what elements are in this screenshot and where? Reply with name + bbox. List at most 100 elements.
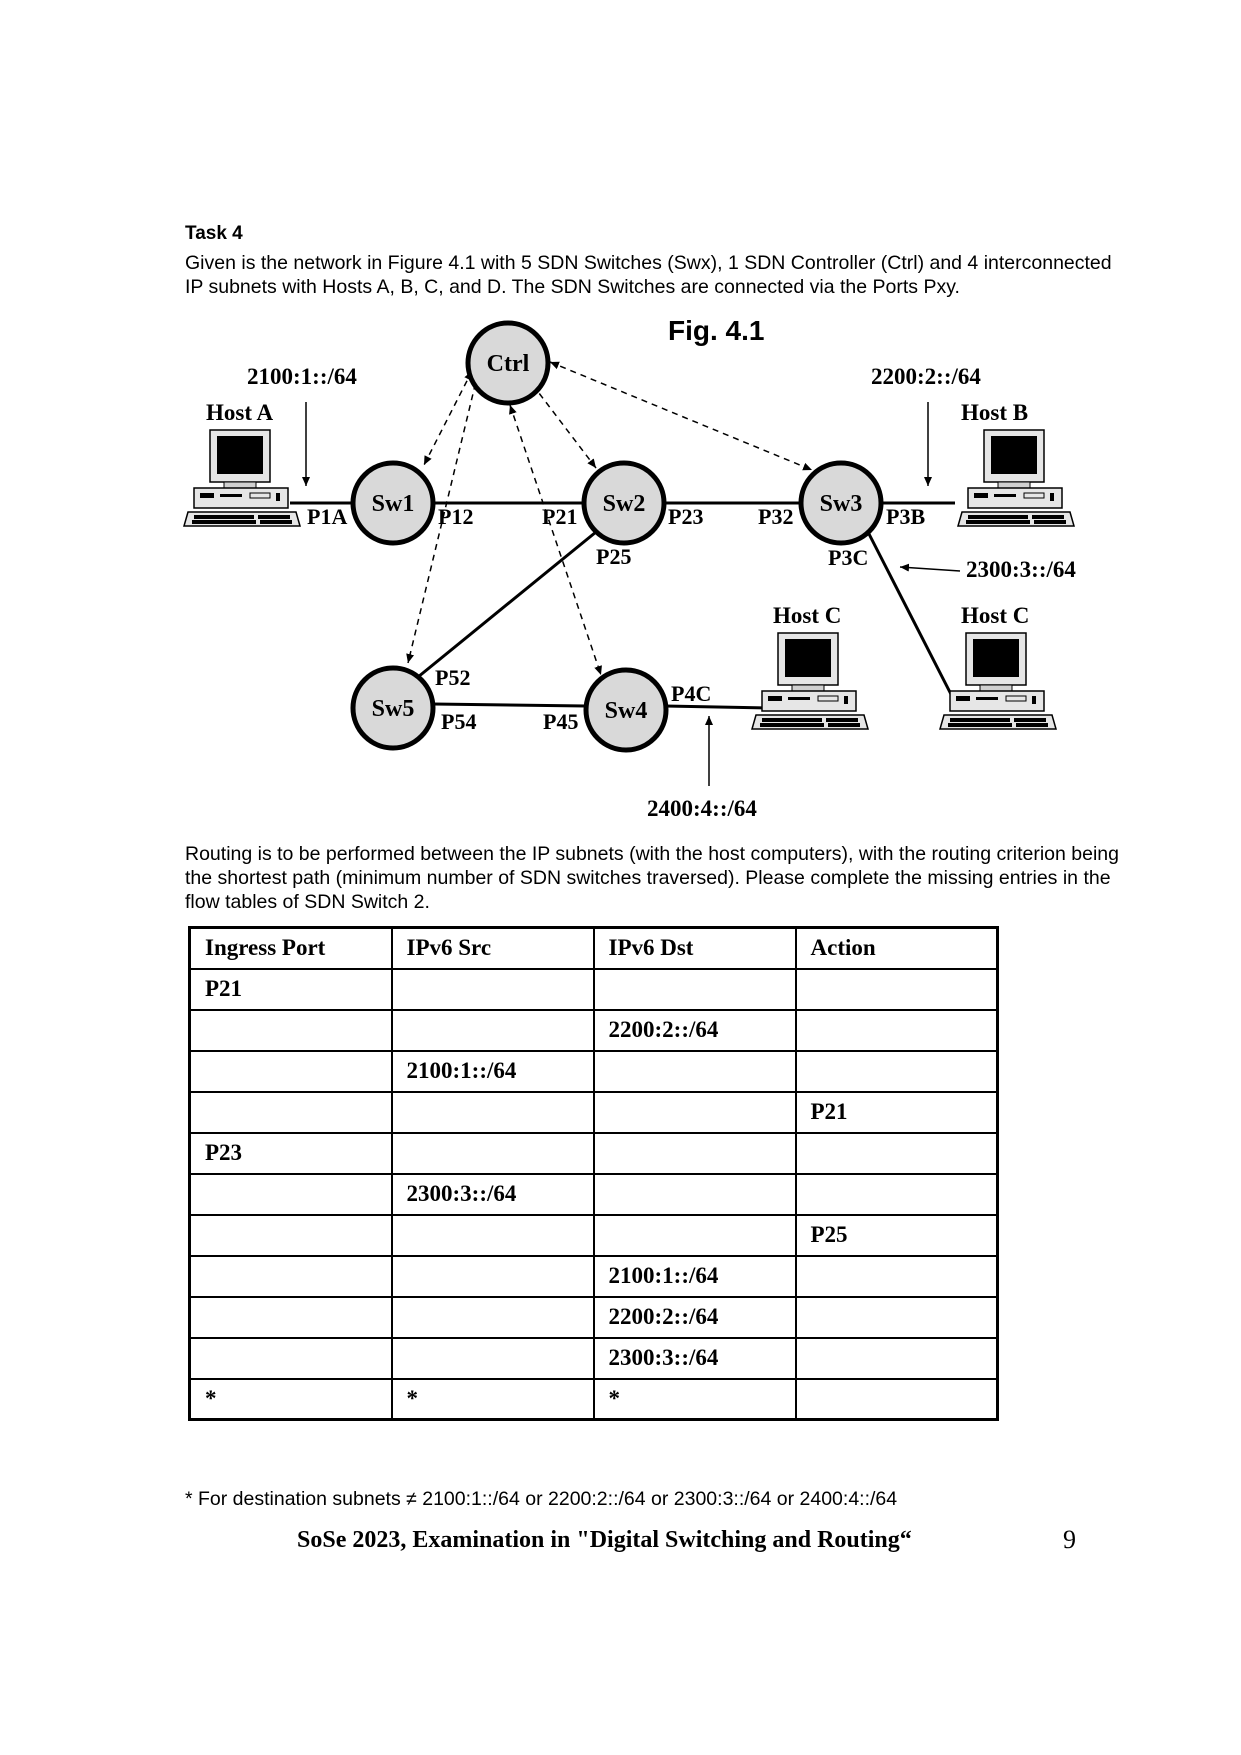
- table-cell[interactable]: [794, 967, 999, 1011]
- table-row: 2200:2::/64: [188, 1008, 999, 1052]
- table-cell[interactable]: [188, 1049, 393, 1093]
- table-cell[interactable]: P21: [188, 967, 393, 1011]
- table-cell[interactable]: 2200:2::/64: [592, 1295, 797, 1339]
- table-cell[interactable]: *: [390, 1377, 595, 1421]
- port-p25: P25: [596, 544, 631, 569]
- table-cell[interactable]: [188, 1213, 393, 1257]
- table-row: P25: [188, 1213, 999, 1257]
- port-p52: P52: [435, 665, 470, 690]
- table-cell[interactable]: [794, 1336, 999, 1380]
- table-cell[interactable]: 2300:3::/64: [592, 1336, 797, 1380]
- table-row: P21: [188, 967, 999, 1011]
- table-row: 2300:3::/64: [188, 1336, 999, 1380]
- ctrl-sw1-link: [423, 370, 473, 466]
- table-cell[interactable]: [390, 1213, 595, 1257]
- sw3-label: Sw3: [820, 491, 863, 517]
- header-ipv6-src: IPv6 Src: [390, 926, 595, 970]
- port-p3b: P3B: [886, 504, 925, 529]
- link-sw3-hostc2: [866, 531, 959, 707]
- table-cell[interactable]: [592, 967, 797, 1011]
- table-cell[interactable]: [794, 1131, 999, 1175]
- link-sw5-sw4: [432, 702, 587, 708]
- ctrl-label: Ctrl: [487, 351, 530, 377]
- table-cell[interactable]: [188, 1172, 393, 1216]
- routing-instructions: Routing is to be performed between the I…: [185, 843, 1119, 913]
- table-row: 2300:3::/64: [188, 1172, 999, 1216]
- port-p12: P12: [438, 504, 473, 529]
- host-c-computer-icon: [751, 632, 869, 730]
- table-cell[interactable]: [390, 1008, 595, 1052]
- table-cell[interactable]: [794, 1295, 999, 1339]
- sw5-label: Sw5: [372, 696, 415, 722]
- table-cell[interactable]: [188, 1008, 393, 1052]
- port-p45: P45: [543, 709, 578, 734]
- ctrl-sw5-link: [406, 372, 480, 664]
- port-p23: P23: [668, 504, 703, 529]
- host-a-label: Host A: [206, 400, 273, 425]
- table-cell[interactable]: [592, 1131, 797, 1175]
- table-cell[interactable]: [390, 1254, 595, 1298]
- link-sw2-sw5: [417, 530, 597, 679]
- port-p3c: P3C: [828, 545, 868, 570]
- sw1-label: Sw1: [372, 491, 415, 517]
- table-cell[interactable]: 2300:3::/64: [390, 1172, 595, 1216]
- ctrl-node: [465, 320, 551, 406]
- table-row: 2200:2::/64: [188, 1295, 999, 1339]
- sw2-node: [581, 460, 667, 546]
- table-cell[interactable]: [390, 967, 595, 1011]
- table-cell[interactable]: [592, 1172, 797, 1216]
- table-cell[interactable]: *: [592, 1377, 797, 1421]
- nodes: [350, 320, 884, 753]
- ctrl-sw3-link: [549, 361, 813, 471]
- sw1-node: [350, 460, 436, 546]
- table-cell[interactable]: [794, 1172, 999, 1216]
- port-p1a: P1A: [307, 504, 347, 529]
- host-c2-computer-icon: [939, 632, 1057, 730]
- table-cell[interactable]: [188, 1090, 393, 1134]
- subnet-2-label: 2200:2::/64: [871, 364, 981, 389]
- table-cell[interactable]: [188, 1295, 393, 1339]
- table-cell[interactable]: 2100:1::/64: [390, 1049, 595, 1093]
- sw5-node: [350, 665, 436, 751]
- subnet-arrows: [302, 402, 961, 786]
- host-a-computer-icon: [183, 429, 301, 527]
- table-cell[interactable]: [794, 1377, 999, 1421]
- table-cell[interactable]: [592, 1049, 797, 1093]
- table-cell[interactable]: P23: [188, 1131, 393, 1175]
- subnet-1-label: 2100:1::/64: [247, 364, 357, 389]
- table-row: 2100:1::/64: [188, 1049, 999, 1093]
- table-cell[interactable]: [188, 1336, 393, 1380]
- table-row: P23: [188, 1131, 999, 1175]
- table-cell[interactable]: P25: [794, 1213, 999, 1257]
- header-action: Action: [794, 926, 999, 970]
- port-p21: P21: [542, 504, 577, 529]
- table-cell[interactable]: [794, 1254, 999, 1298]
- table-cell[interactable]: 2200:2::/64: [592, 1008, 797, 1052]
- port-p54: P54: [441, 709, 476, 734]
- table-cell[interactable]: [390, 1090, 595, 1134]
- table-cell[interactable]: [794, 1008, 999, 1052]
- table-cell[interactable]: [390, 1336, 595, 1380]
- table-cell[interactable]: [390, 1295, 595, 1339]
- footer-title: SoSe 2023, Examination in "Digital Switc…: [297, 1527, 912, 1553]
- table-cell[interactable]: [592, 1090, 797, 1134]
- table-header-row: Ingress Port IPv6 Src IPv6 Dst Action: [188, 926, 999, 970]
- host-b-label: Host B: [961, 400, 1028, 425]
- host-c-label: Host C: [773, 603, 841, 628]
- task-title: Task 4: [185, 223, 243, 244]
- page-number: 9: [1063, 1525, 1076, 1554]
- link-sw4-hostc: [664, 704, 774, 710]
- sw2-label: Sw2: [603, 491, 646, 517]
- table-cell[interactable]: 2100:1::/64: [592, 1254, 797, 1298]
- table-cell[interactable]: [390, 1131, 595, 1175]
- header-ipv6-dst: IPv6 Dst: [592, 926, 797, 970]
- table-cell[interactable]: P21: [794, 1090, 999, 1134]
- table-cell[interactable]: [794, 1049, 999, 1093]
- table-row: P21: [188, 1090, 999, 1134]
- table-cell[interactable]: *: [188, 1377, 393, 1421]
- subnet-3-label: 2300:3::/64: [966, 557, 1076, 582]
- table-cell[interactable]: [592, 1213, 797, 1257]
- figure-caption: Fig. 4.1: [668, 315, 764, 346]
- table-cell[interactable]: [188, 1254, 393, 1298]
